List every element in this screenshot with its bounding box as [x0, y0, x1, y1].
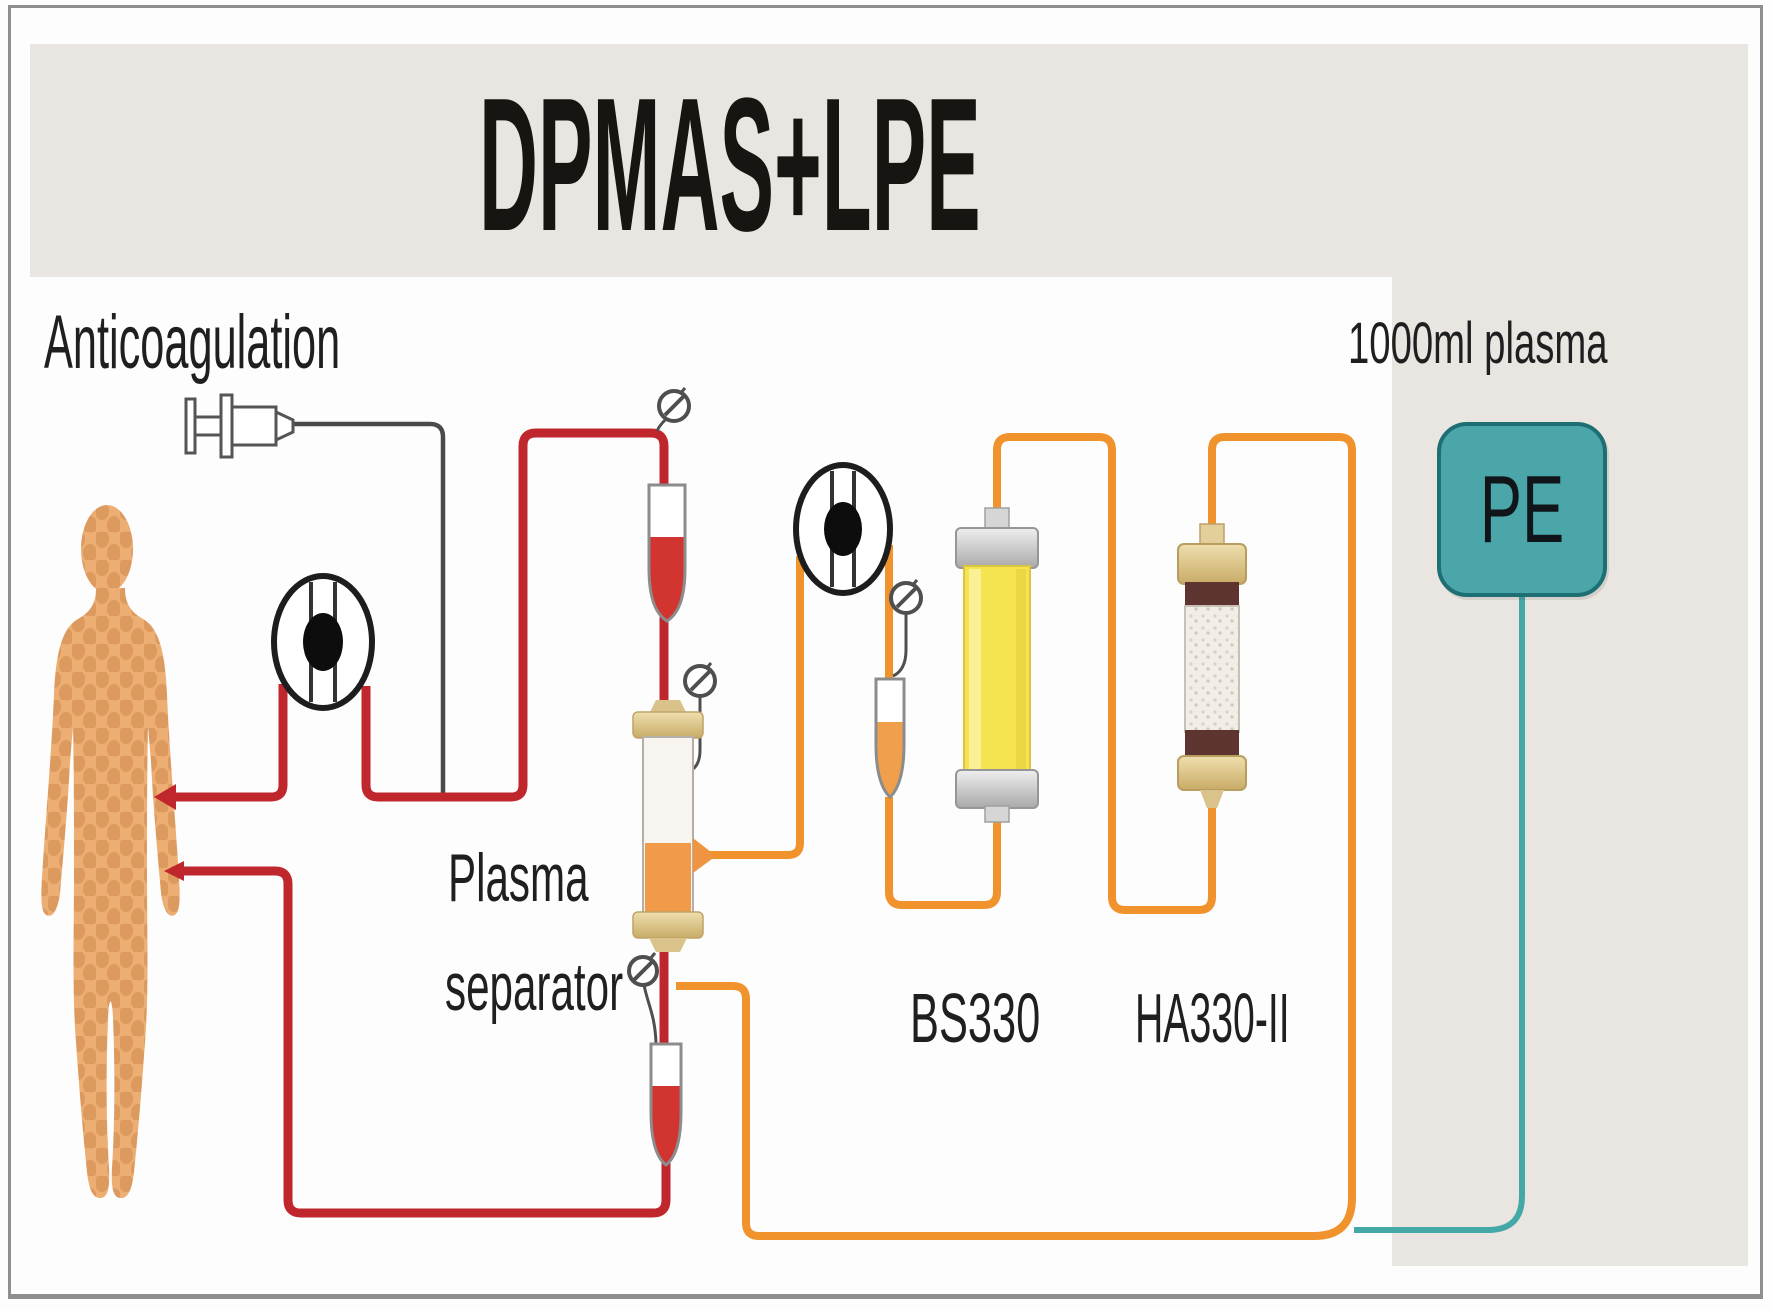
drip-chamber-plasma — [874, 677, 906, 799]
bs330-column — [955, 507, 1039, 823]
drip-chamber-blood-top — [647, 483, 687, 623]
ha330-column — [1177, 523, 1247, 808]
chamber-to-bs330 — [885, 797, 1001, 909]
blood-draw-line — [162, 684, 288, 802]
blood-pump-icon — [271, 573, 375, 711]
ha330-label: HA330-II — [1135, 979, 1290, 1057]
diagram-title: DPMAS+LPE — [479, 59, 981, 271]
separator-to-pump — [700, 556, 804, 859]
pe-box: PE — [1437, 422, 1607, 597]
pressure-gauge-icon — [889, 579, 923, 678]
plasma-separator-label-line1: Plasma — [448, 840, 589, 916]
bs330-to-ha330 — [993, 433, 1216, 914]
pressure-gauge-icon — [655, 387, 691, 432]
blood-return-line — [172, 866, 671, 1218]
plasma-volume-label: 1000ml plasma — [1348, 311, 1608, 376]
plasma-separator-label-line2: separator — [445, 949, 624, 1025]
pe-box-label: PE — [1479, 455, 1565, 563]
pressure-gauge-icon — [627, 952, 659, 1044]
drip-chamber-blood-return — [649, 1042, 683, 1167]
ha330-to-return — [676, 433, 1356, 1240]
plasma-separator-column — [632, 700, 716, 952]
pressure-gauge-icon — [683, 662, 717, 773]
patient-icon — [41, 505, 180, 1198]
plasma-pump-icon — [793, 462, 893, 596]
anticoagulant-line — [293, 421, 446, 793]
bs330-label: BS330 — [910, 979, 1041, 1057]
pressure-gauges — [627, 387, 923, 1044]
blood-tubing — [162, 428, 671, 1218]
plasma-tubing — [676, 433, 1356, 1240]
blood-draw-line-2 — [361, 428, 669, 802]
draw-connector — [154, 784, 176, 810]
plasma-exchange-panel — [1392, 44, 1748, 1266]
syringe-icon — [184, 393, 295, 459]
return-connector — [164, 861, 184, 881]
anticoagulation-label: Anticoagulation — [44, 300, 341, 385]
pe-infusion-line — [1354, 596, 1525, 1233]
